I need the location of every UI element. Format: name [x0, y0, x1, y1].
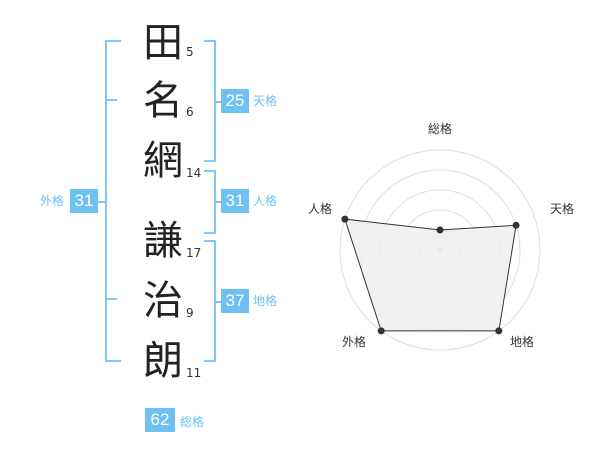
gaikaku-bracket-tick-top: [107, 99, 117, 101]
jinkaku-value: 31: [221, 189, 249, 213]
tenkaku-connector: [216, 101, 222, 103]
stroke-count-2: 6: [186, 105, 194, 119]
jinkaku-label: 人格: [253, 194, 278, 208]
gaikaku-label: 外格: [40, 194, 65, 208]
radar-polygon: [344, 218, 517, 332]
soukaku-value: 62: [145, 408, 175, 432]
chikaku-bracket: [204, 240, 216, 362]
radar-axis-label-jinkaku: 人格: [308, 201, 332, 216]
name-char-4: 謙: [143, 218, 183, 264]
soukaku-label: 総格: [180, 415, 205, 429]
radar-chart: 総格 天格 地格 外格 人格: [308, 121, 574, 351]
radar-point-4: [341, 215, 349, 223]
jinkaku-bracket: [204, 170, 216, 234]
radar-point-2: [495, 327, 503, 335]
name-char-5: 治: [143, 278, 183, 324]
radar-point-1: [512, 221, 520, 229]
gaikaku-value: 31: [70, 189, 98, 213]
jinkaku-connector: [216, 201, 222, 203]
name-char-2: 名: [143, 78, 183, 124]
stroke-count-6: 11: [186, 366, 202, 380]
tenkaku-bracket: [204, 40, 216, 162]
stroke-count-3: 14: [186, 166, 202, 180]
gaikaku-bracket-tick-bottom: [107, 298, 117, 300]
name-char-3: 網: [143, 138, 183, 184]
chikaku-value: 37: [221, 289, 249, 313]
stroke-count-1: 5: [186, 45, 194, 59]
chikaku-label: 地格: [253, 294, 278, 308]
tenkaku-value: 25: [221, 89, 249, 113]
gaikaku-connector: [95, 201, 105, 203]
stroke-count-4: 17: [186, 246, 202, 260]
radar-point-3: [377, 327, 385, 335]
gaikaku-bracket: [105, 40, 121, 362]
name-char-6: 朗: [143, 338, 183, 384]
radar-axis-label-soukaku: 総格: [428, 121, 452, 136]
radar-axis-label-chikaku: 地格: [510, 334, 534, 349]
tenkaku-label: 天格: [253, 94, 278, 108]
chikaku-connector: [216, 301, 222, 303]
radar-ring-5: [339, 149, 541, 351]
radar-axis-label-tenkaku: 天格: [550, 201, 574, 216]
radar-point-0: [436, 226, 444, 234]
stroke-count-5: 9: [186, 306, 194, 320]
name-char-1: 田: [143, 20, 183, 66]
radar-axis-label-gaikaku: 外格: [342, 334, 366, 349]
radar-shape: [341, 215, 520, 335]
